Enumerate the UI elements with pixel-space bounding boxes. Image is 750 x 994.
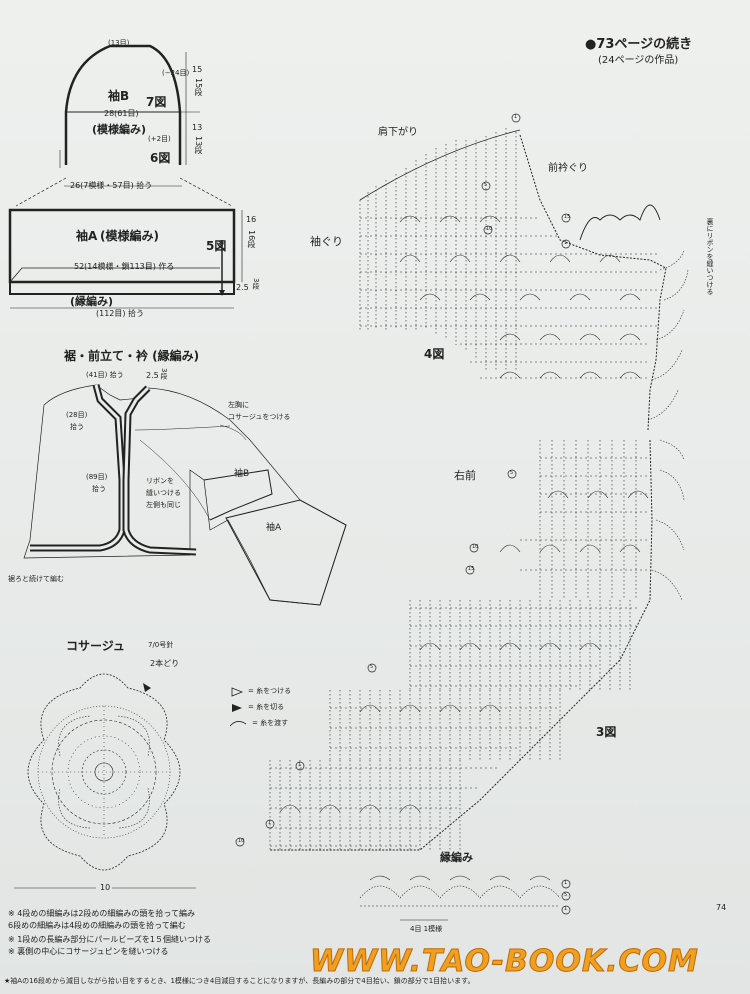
ribbon-note-1: リボンを [146,477,174,485]
row-marker: 1 [564,880,568,886]
row-marker: 15 [564,214,571,220]
sleeve-a-edge-rows: 3段 [252,278,260,290]
row-marker: 5 [564,892,568,898]
note-2: 6段めの細編みは4段めの細編みの頭を拾って編む [8,921,186,930]
row-marker: 5 [510,470,514,476]
legend-pass: = 糸を渡す [252,719,289,727]
fig3-right-front: 右前 [454,469,476,482]
sleeve-a-chain: 52(14模様・鎖113目) 作る [74,262,175,271]
corsage-needle: 7/0号針 [148,641,174,649]
legend-cut: = 糸を切る [248,703,285,711]
sleeve-b-dec: (−24目) [162,69,190,77]
fig4-chart [359,128,689,431]
source-subtitle: (24ページの作品) [598,55,679,66]
corsage-diagram [27,673,181,871]
sleeve-b-width: 28(61目) [104,109,139,118]
edging-title: 縁編み [440,851,473,864]
fig4-ribbon-note: 裏にリボンを縫いつける [706,218,714,295]
sleeve-b-rows2: 13段 [194,136,203,155]
sleeve-b-pickup: 26(7模様・57目) 拾う [70,181,153,190]
fig3-label: 3図 [596,725,617,739]
legend-attach: = 糸をつける [248,687,292,695]
sleeve-a-fig5: 5図 [206,239,227,253]
sleeve-b-inc: (+2目) [148,135,171,143]
collar-rows: 3段 [160,368,168,380]
sleeve-b-name: 袖B [108,89,130,103]
row-marker: 1 [514,114,518,120]
note-1: ※ 4段めの細編みは2段めの細編みの頭を拾って編み [8,909,196,918]
front-pickup-28b: 拾う [70,423,84,431]
edging-chart [359,875,561,921]
row-marker: 10 [238,838,245,844]
sleeve-a-edge-pickup: (112目) 拾う [96,309,145,318]
row-marker: 1 [268,820,272,826]
sleeve-b-fig7: 7図 [146,95,167,109]
ribbon-note-3: 左側も同じ [146,501,181,509]
note-5: ★袖Aの16段めから減目しながら拾い目をするとき、1模様につき4目減目することに… [4,977,475,985]
row-marker: 15 [468,566,475,572]
sleeve-b-rows1: 15段 [194,78,203,97]
fig3-chart [269,439,685,851]
collar-pickup: (41目) 拾う [86,371,124,379]
fig4-armhole: 袖ぐり [310,235,343,248]
sleeve-a-edge-height: 2.5 [236,283,249,292]
front-pickup-89: (89目) [86,473,108,481]
corsage-note-1: 左胸に [228,401,249,409]
corsage-note-2: コサージュをつける [228,413,291,421]
body-title: 裾・前立て・衿 (縁編み) [64,349,200,363]
continued-title: ●73ページの続き [585,37,693,52]
page-number: 74 [716,903,727,912]
fig4-neck: 前衿ぐり [548,163,588,174]
body-sleeve-b: 袖B [234,469,250,479]
sleeve-a-edge-label: (縁編み) [70,295,114,308]
corsage-title: コサージュ [66,639,125,653]
body-sleeve-a: 袖A [266,523,282,533]
note-3: ※ 1段めの長編み部分にパールビーズを1５個縫いつける [8,935,212,944]
sleeve-a-height: 16 [246,215,257,224]
corsage-width: 10 [100,883,111,892]
note-4: ※ 裏側の中心にコサージュピンを縫いつける [8,947,169,956]
sleeve-b-height1: 15 [192,65,203,74]
sleeve-b-top-count: (13目) [108,39,130,47]
ribbon-note-2: 縫いつける [146,489,181,497]
row-marker: 10 [472,544,479,550]
fig4-label: 4図 [424,347,445,361]
continue-note: 裾ろと続けて編む [8,575,64,583]
watermark-text: WWW.TAO-BOOK.COM [310,944,699,980]
row-marker: 5 [484,182,488,188]
sleeve-b-pattern: (模様編み) [92,123,147,136]
corsage-strands: 2本どり [150,659,180,668]
sleeve-a-pattern: (模様編み) [100,229,159,243]
sleeve-b-height2: 13 [192,123,203,132]
row-marker: 10 [486,226,493,232]
front-pickup-89b: 拾う [92,485,106,493]
collar-height: 2.5 [146,371,159,380]
front-pickup-28: (28目) [66,411,88,419]
fig4-shoulder: 肩下がり [378,127,418,138]
row-marker: 1 [564,240,568,246]
edging-repeat: 4目 1模様 [410,925,443,933]
sleeve-b-fig6: 6図 [150,151,171,165]
sleeve-a-rows: 16段 [247,230,256,249]
row-marker: 1 [298,762,302,768]
sleeve-a-name: 袖A [76,229,98,243]
row-marker: 1 [564,906,568,912]
row-marker: 5 [370,664,374,670]
